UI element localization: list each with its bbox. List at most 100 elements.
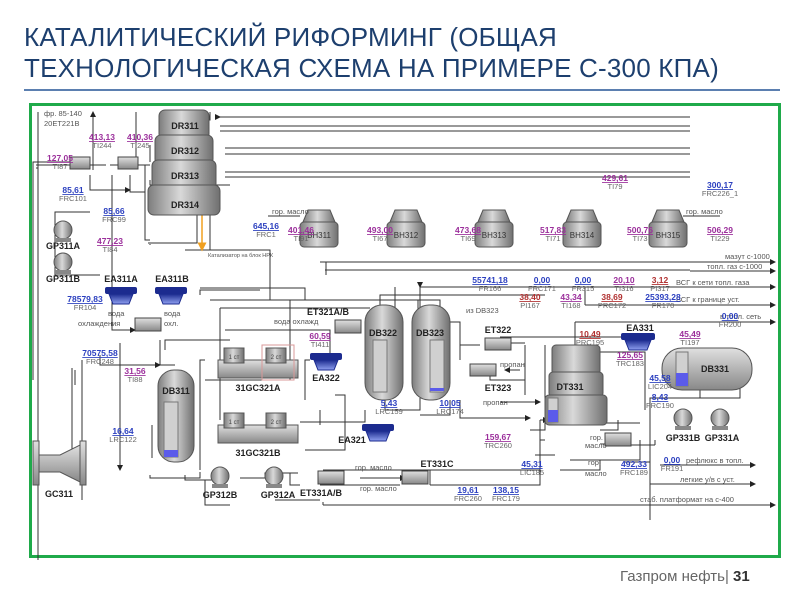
pipe	[199, 289, 260, 295]
reactor-dr314[interactable]	[147, 184, 221, 216]
air-cooler-ea322[interactable]	[310, 353, 342, 371]
stage-2-label: 2 ст	[271, 420, 282, 426]
pipe	[111, 175, 136, 333]
pump-gp311b[interactable]	[53, 252, 73, 274]
reactor-dr312-label: DR312	[171, 146, 199, 156]
column-dt331[interactable]	[544, 344, 608, 426]
compressors: 1 ст 2 ст 1 ст 2 ст	[32, 344, 299, 486]
stage-1-label: 1 ст	[229, 420, 240, 426]
pump-gp331a[interactable]	[710, 408, 730, 430]
instrument-value: 5,43	[381, 398, 398, 408]
compressor-31gc321b[interactable]: 1 ст 2 ст	[217, 412, 299, 444]
pipe	[379, 294, 545, 305]
instrument-tag: TI87	[52, 162, 67, 171]
cooling-water-label-1: вода	[108, 309, 125, 318]
hot-oil-label-1: гор. масло	[272, 207, 309, 216]
heater-bh311[interactable]: ВН311	[299, 209, 339, 248]
heater-bh315[interactable]: ВН315	[648, 209, 688, 248]
exchanger-et323[interactable]	[469, 363, 497, 377]
exchanger-et331ab[interactable]	[317, 470, 345, 485]
air-cooler-ea331[interactable]	[621, 333, 655, 351]
exchanger-et322[interactable]	[484, 337, 512, 351]
vessels	[157, 304, 753, 463]
heater-bh314[interactable]: ВН314	[562, 209, 602, 248]
heater-bh313[interactable]: ВН313	[474, 209, 514, 248]
exchanger-dt331-reboiler[interactable]	[604, 432, 632, 447]
instrument-value: 0,00	[664, 455, 681, 465]
air-cooler-ea311b[interactable]	[155, 287, 187, 305]
exchanger-et321ab[interactable]	[334, 319, 362, 334]
exchanger-feed-1[interactable]	[69, 156, 91, 170]
instrument-value: 159,67	[485, 432, 511, 442]
exchanger-et331c[interactable]	[401, 470, 429, 485]
reflux-label: рефлюкс в топл.	[686, 456, 744, 465]
pump-gp312b[interactable]	[210, 466, 230, 488]
instrument-tag: TI88	[127, 375, 142, 384]
pump-gp331b[interactable]	[673, 408, 693, 430]
instrument-value: 45,58	[649, 373, 671, 383]
air-cooler-ea311a[interactable]	[105, 287, 137, 305]
diagram-frame	[29, 103, 781, 558]
instrument-value: 500,76	[627, 225, 653, 235]
vessel-db323[interactable]	[411, 304, 451, 401]
pump-gp312a[interactable]	[264, 466, 284, 488]
reactor-stack[interactable]: DR311 DR312 DR313 DR314	[147, 109, 221, 216]
pump-gp311a[interactable]	[53, 220, 73, 242]
instrument-tag: FR200	[719, 320, 742, 329]
vessel-db331[interactable]	[661, 347, 753, 391]
heater-bh312[interactable]: ВН312	[386, 209, 426, 248]
air-cooler-ea321[interactable]	[362, 424, 394, 442]
exchanger-cooler[interactable]	[134, 317, 162, 332]
gas-compressor-gc311[interactable]	[32, 440, 87, 486]
vessel-db311[interactable]	[157, 369, 195, 463]
exchanger-feed-2[interactable]	[117, 156, 139, 170]
vessel-db322[interactable]	[364, 304, 404, 401]
instrument-value: 492,33	[621, 459, 647, 469]
compressor-31gc321a[interactable]: 1 ст 2 ст	[217, 344, 299, 381]
page-number: 31	[733, 568, 750, 585]
